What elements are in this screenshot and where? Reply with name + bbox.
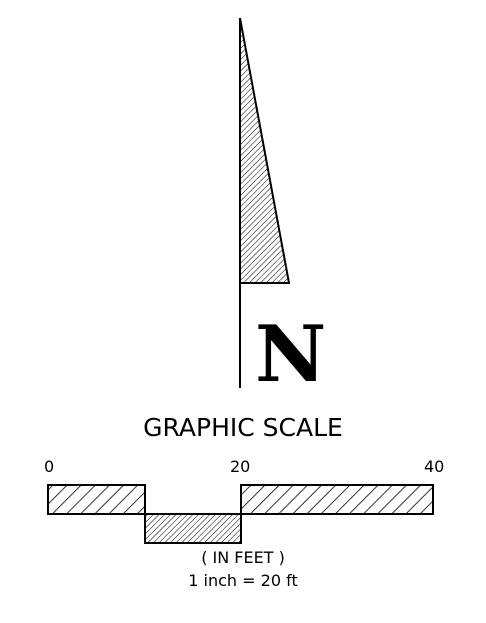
scale-tick-label: 20 <box>230 457 251 476</box>
scale-tick-label: 40 <box>424 457 445 476</box>
north-arrow-pennant <box>239 17 291 284</box>
scale-segment-left <box>47 484 146 515</box>
scale-bar <box>47 484 434 544</box>
scale-tick-label: 0 <box>44 457 55 476</box>
graphic-scale-title: GRAPHIC SCALE <box>143 413 343 442</box>
scale-segment-middle <box>144 513 242 544</box>
north-arrow <box>239 17 291 388</box>
north-letter: N <box>255 309 327 400</box>
scale-ratio-label: 1 inch = 20 ft <box>188 571 298 590</box>
scale-units-label: ( IN FEET ) <box>201 548 285 567</box>
scale-segment-right <box>240 484 434 515</box>
